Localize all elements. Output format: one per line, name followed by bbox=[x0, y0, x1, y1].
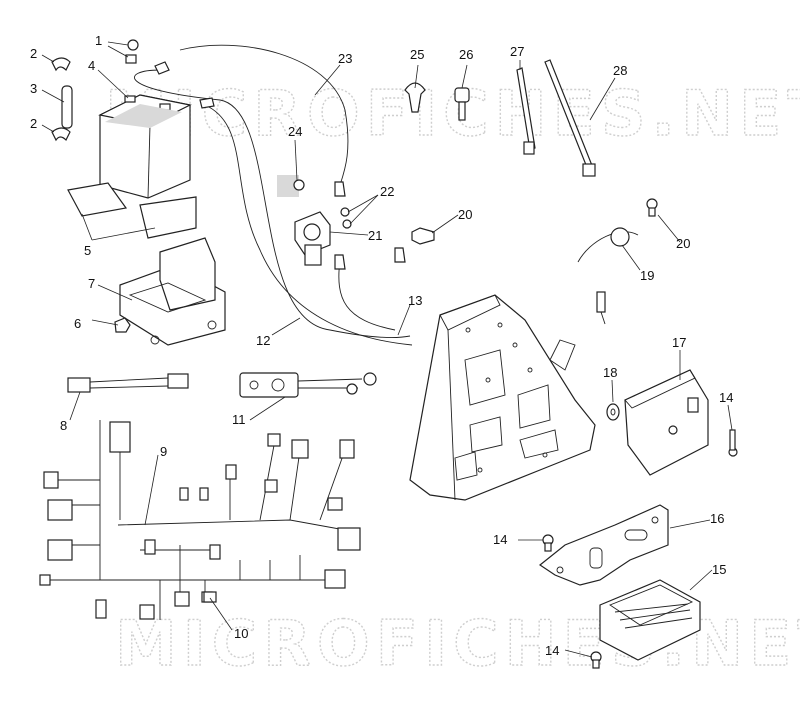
callout-10: 10 bbox=[234, 626, 248, 641]
battery-assembly bbox=[51, 39, 226, 346]
watermark-top: MICROFICHES.NET bbox=[105, 77, 800, 150]
leader-lines bbox=[41, 41, 733, 658]
callout-6: 6 bbox=[74, 316, 81, 331]
callout-3: 3 bbox=[30, 81, 37, 96]
ground-cable bbox=[239, 372, 377, 398]
callout-23: 23 bbox=[338, 51, 352, 66]
callout-4: 4 bbox=[88, 58, 95, 73]
electrical-mounting-plate bbox=[409, 294, 596, 501]
callout-2-bottom: 2 bbox=[30, 116, 37, 131]
callout-17: 17 bbox=[672, 335, 686, 350]
callout-15: 15 bbox=[712, 562, 726, 577]
callout-27: 27 bbox=[510, 44, 524, 59]
callout-21: 21 bbox=[368, 228, 382, 243]
callout-16: 16 bbox=[710, 511, 724, 526]
callout-25: 25 bbox=[410, 47, 424, 62]
temperature-sensor bbox=[577, 227, 639, 325]
callout-20-right: 20 bbox=[676, 236, 690, 251]
callout-24: 24 bbox=[288, 124, 302, 139]
callout-labels: 1 2 3 2 4 5 6 7 8 9 10 11 12 13 14 14 14… bbox=[30, 33, 733, 658]
callout-13: 13 bbox=[408, 293, 422, 308]
callout-5: 5 bbox=[84, 243, 91, 258]
callout-2-top: 2 bbox=[30, 46, 37, 61]
callout-9: 9 bbox=[160, 444, 167, 459]
callout-14-a: 14 bbox=[719, 390, 733, 405]
ecu-module bbox=[606, 369, 738, 476]
callout-28: 28 bbox=[613, 63, 627, 78]
callout-19: 19 bbox=[640, 268, 654, 283]
callout-14-c: 14 bbox=[545, 643, 559, 658]
callout-18: 18 bbox=[603, 365, 617, 380]
battery-cables bbox=[134, 44, 413, 346]
sub-harness bbox=[67, 373, 189, 393]
starter-solenoid bbox=[277, 175, 352, 266]
callout-1: 1 bbox=[95, 33, 102, 48]
controller-module bbox=[590, 579, 701, 669]
callout-26: 26 bbox=[459, 47, 473, 62]
callout-7: 7 bbox=[88, 276, 95, 291]
main-wiring-harness bbox=[39, 420, 361, 620]
screws-20 bbox=[411, 198, 658, 245]
callout-14-b: 14 bbox=[493, 532, 507, 547]
callout-12: 12 bbox=[256, 333, 270, 348]
callout-20-left: 20 bbox=[458, 207, 472, 222]
callout-8: 8 bbox=[60, 418, 67, 433]
connector-10 bbox=[203, 591, 217, 603]
ecu-bracket bbox=[538, 504, 669, 586]
callout-11: 11 bbox=[232, 412, 246, 427]
callout-22: 22 bbox=[380, 184, 394, 199]
